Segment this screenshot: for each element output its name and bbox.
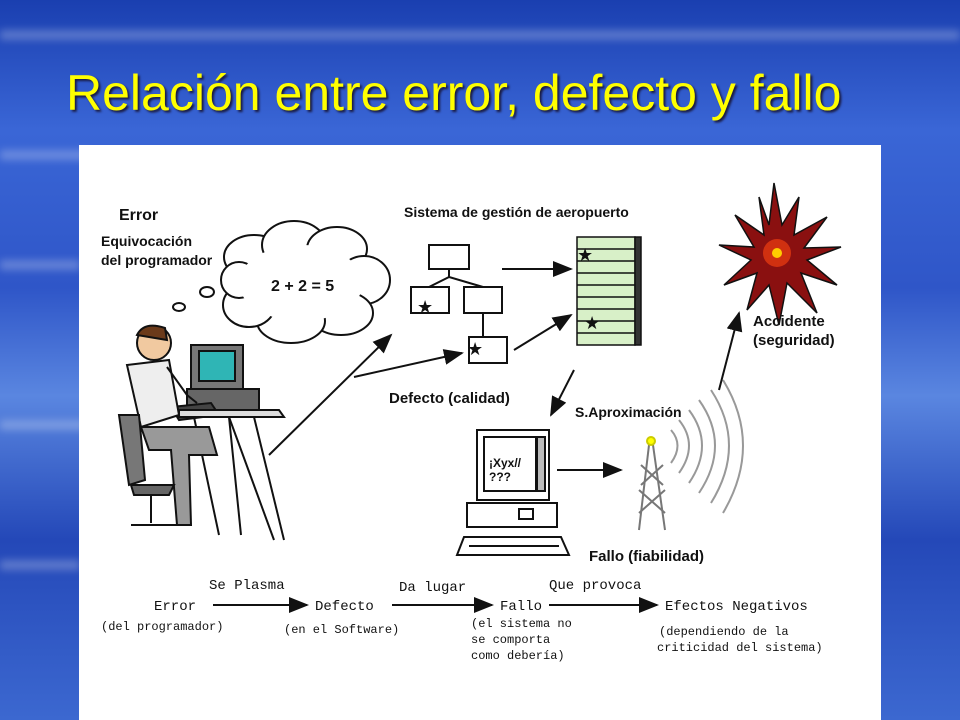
system-title: Sistema de gestión de aeropuerto [404, 204, 629, 220]
flow-node4-sub-line1: (dependiendo de la [659, 625, 789, 639]
antenna-tower-icon [638, 436, 666, 531]
background-streak [0, 260, 80, 270]
arrow-to-module [353, 349, 464, 378]
arrow-to-system [268, 333, 393, 456]
accident-label-line1: Accidente [753, 313, 825, 330]
error-desc-line1: Equivocación [101, 233, 192, 249]
flow-node3-sub-line1: (el sistema no [471, 617, 572, 631]
flow-node4-sub-line2: criticidad del sistema) [657, 641, 823, 655]
background-streak [0, 150, 90, 160]
slide-title: Relación entre error, defecto y fallo [66, 65, 842, 121]
flow-node3-title: Fallo [500, 599, 542, 615]
background-streak [0, 420, 85, 430]
flow-node3-sub-line2: se comporta [471, 633, 550, 647]
code-listing-icon [576, 236, 642, 346]
screen-text-line1: ¡Xyx// [489, 456, 522, 470]
defect-label: Defecto (calidad) [389, 390, 510, 407]
flow-node2-sub: (en el Software) [284, 623, 399, 637]
error-desc-line2: del programador [101, 252, 213, 268]
approach-label: S.Aproximación [575, 404, 682, 420]
diagram-panel: Error Equivocación del programador 2 + 2… [79, 145, 881, 720]
terminal-icon [455, 429, 571, 556]
defect-star-icon: ★ [417, 297, 433, 317]
flow-arrow2-label: Da lugar [399, 580, 466, 596]
arrow-to-accident [718, 311, 743, 391]
background-streak [0, 30, 960, 40]
diagram-svg: Error Equivocación del programador 2 + 2… [101, 182, 842, 663]
accident-label-line2: (seguridad) [753, 332, 835, 349]
defect-star-icon: ★ [467, 339, 483, 359]
defect-star-icon: ★ [584, 313, 600, 333]
defect-star-icon: ★ [577, 245, 593, 265]
thought-cloud-icon [172, 220, 391, 344]
thought-text: 2 + 2 = 5 [271, 278, 334, 295]
flow-node4-title: Efectos Negativos [665, 599, 808, 615]
arrow-to-terminal [550, 369, 575, 417]
module-hierarchy-icon [410, 244, 508, 364]
programmer-icon [117, 324, 286, 541]
error-heading: Error [119, 207, 158, 224]
failure-label: Fallo (fiabilidad) [589, 548, 704, 565]
flow-node3-sub-line3: como debería) [471, 649, 565, 663]
flow-node1-title: Error [154, 599, 196, 615]
flow-arrow3-label: Que provoca [549, 578, 641, 594]
screen-text-line2: ??? [489, 470, 511, 484]
flow-node2-title: Defecto [315, 599, 374, 615]
flow-node1-sub: (del programador) [101, 620, 223, 634]
flow-arrow1-label: Se Plasma [209, 578, 285, 594]
explosion-icon [718, 182, 842, 326]
background-streak [0, 560, 80, 570]
radio-waves-icon [670, 379, 744, 514]
arrow-to-code [513, 313, 573, 351]
